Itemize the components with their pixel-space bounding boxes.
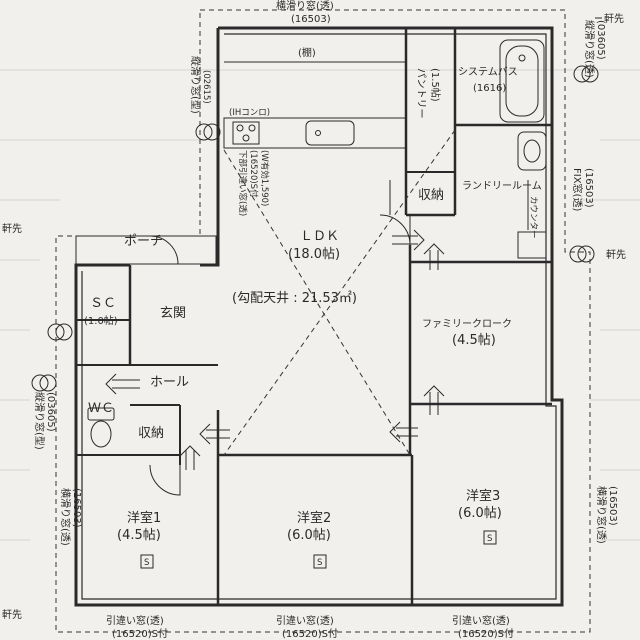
room3-name: 洋室3 [466,488,500,504]
eaves-label-right: 軒先 [606,249,626,261]
svg-text:縦滑り窓(透): 縦滑り窓(透) [583,20,596,78]
washbasin-icon [517,131,547,171]
vaulted-ceiling-diagonals [223,129,456,456]
wc-name: ＷＣ [88,401,114,416]
svg-text:FIX窓(透): FIX窓(透) [571,168,584,211]
eaves-label-bottom-left: 軒先 [2,609,22,621]
vent-fan-icons [31,65,599,392]
svg-text:横滑り窓(透): 横滑り窓(透) [595,486,608,544]
system-bath-area: (1616) [473,83,506,94]
storage-kitchen-name: 収納 [418,188,444,203]
svg-text:(16520)S付: (16520)S付 [248,150,259,198]
laundry-fix-window-annotation: FIX窓(透) (16503) [571,168,594,211]
entrance-name: 玄関 [160,306,186,321]
svg-text:縦滑り窓(型): 縦滑り窓(型) [189,56,202,114]
room2-area: (6.0帖) [287,528,331,543]
washer-icon [517,231,547,259]
svg-text:(02615): (02615) [201,70,211,104]
hall-name: ホール [150,375,189,390]
counter-label: カウンター [528,196,538,239]
bathtub-icon [499,39,545,123]
porch-name: ポーチ [124,234,163,249]
bottom-room1-window-code: (16520)S付 [112,627,168,640]
bottom-room1-window-label: 引違い窓(透) [106,614,164,627]
left-wc-window-annotation: 縦滑り窓(型) (03605) [33,392,56,450]
ldk-area: (18.0帖) [288,247,340,262]
room3-area: (6.0帖) [458,506,502,521]
svg-text:(W有効1,590): (W有効1,590) [259,150,270,206]
laundry-name: ランドリールーム [462,180,542,192]
svg-text:(03605): (03605) [595,20,606,60]
svg-text:カウンター: カウンター [528,196,538,239]
ldk-lower-window-annotation: 下部引違い窓(透) (16520)S付 (W有効1,590) [237,150,270,216]
left-room1-window-annotation: 横滑り窓(透) (16503) [59,488,82,546]
svg-text:縦滑り窓(型): 縦滑り窓(型) [33,392,46,450]
porch-area [75,235,217,265]
ldk-name: ＬＤＫ [300,229,339,244]
left-kitchen-window-annotation: 縦滑り窓(型) (02615) [189,56,211,114]
right-room3-window-annotation: 横滑り窓(透) (16503) [595,486,618,544]
kitchen-counter [223,61,407,149]
svg-text:(03605): (03605) [45,392,56,432]
top-window-label: 横滑り窓(透) [276,0,334,12]
interior-walls [76,28,552,605]
shelf-label: (棚) [298,46,316,59]
storage-hall-name: 収納 [138,426,164,441]
ih-cooktop-icon [232,121,260,145]
bottom-room3-window-label: 引違い窓(透) [452,614,510,627]
bottom-room2-window-label: 引違い窓(透) [276,614,334,627]
flow-arrows [105,229,445,470]
sc-area: (1.0帖) [84,314,118,327]
socket-marks: S S S [140,530,497,569]
window-marks [75,27,563,606]
bottom-room2-window-code: (16520)S付 [282,627,338,640]
family-closet-name: ファミリークローク [422,318,512,330]
svg-text:パントリー: パントリー [415,68,427,119]
svg-text:(1.5帖): (1.5帖) [429,68,442,102]
svg-text:S: S [317,558,322,568]
family-closet-area: (4.5帖) [452,333,496,348]
svg-text:(16503): (16503) [607,486,618,526]
system-bath-name: システムバス [458,66,518,78]
svg-text:横滑り窓(透): 横滑り窓(透) [59,488,72,546]
svg-text:S: S [144,558,149,568]
svg-text:(16503): (16503) [71,488,82,528]
pantry-label: パントリー (1.5帖) [415,68,442,119]
eaves-label-left: 軒先 [2,223,22,235]
ldk-ceiling: (勾配天井 : 21.53㎡) [232,291,357,306]
svg-text:S: S [487,534,492,544]
sc-name: ＳＣ [90,296,116,311]
top-window-code: (16503) [291,14,331,25]
svg-text:(16503): (16503) [583,168,594,208]
room1-area: (4.5帖) [117,528,161,543]
toilet-icon [87,407,115,448]
sink-icon [305,120,355,146]
svg-text:下部引違い窓(透): 下部引違い窓(透) [237,150,248,216]
room2-name: 洋室2 [297,510,331,526]
bottom-room3-window-code: (16520)S付 [458,627,514,640]
room1-name: 洋室1 [127,510,161,526]
ih-label: (IHコンロ) [229,108,270,118]
eaves-label-top-right: 軒先 [604,13,624,25]
doors [149,180,411,496]
background-grid [0,69,640,541]
right-top-window-annotation: 縦滑り窓(透) (03605) [583,20,606,78]
